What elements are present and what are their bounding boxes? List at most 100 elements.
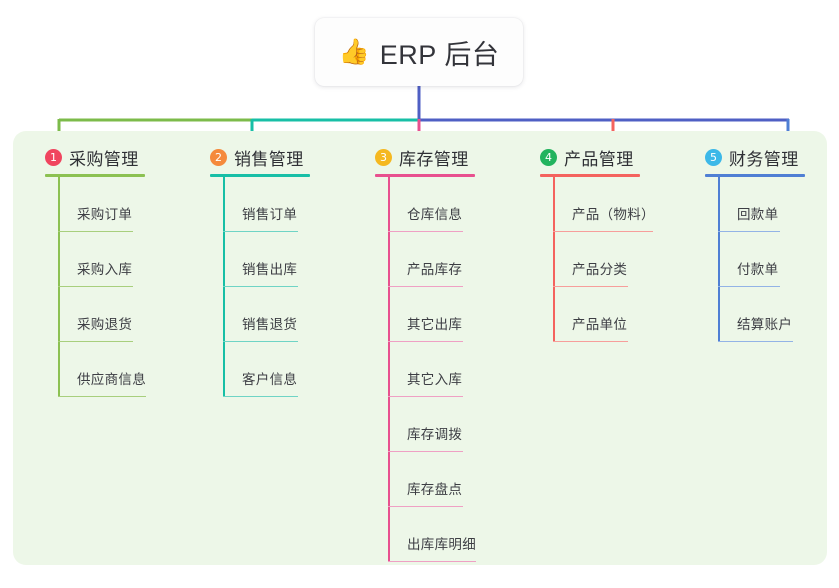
leaf-item[interactable]: 供应商信息 xyxy=(45,342,146,397)
leaf-rule xyxy=(58,285,133,287)
leaf-item[interactable]: 采购退货 xyxy=(45,287,145,342)
thumbs-up-icon: 👍 xyxy=(338,37,370,66)
column-badge-4: 4 xyxy=(540,148,557,166)
column-rule-4 xyxy=(540,174,640,177)
leaf-label: 销售出库 xyxy=(242,262,298,277)
leaf-rule xyxy=(223,340,298,342)
column-rule-5 xyxy=(705,174,805,177)
leaf-label: 其它入库 xyxy=(407,372,463,387)
leaf-label: 产品（物料） xyxy=(572,207,655,222)
column-header-4[interactable]: 4 产品管理 xyxy=(540,145,640,169)
column-title-1: 采购管理 xyxy=(69,149,139,169)
leaf-list-4: 产品（物料） 产品分类产品单位 xyxy=(540,177,655,342)
leaf-item[interactable]: 库存调拨 xyxy=(375,397,475,452)
leaf-rule xyxy=(223,285,298,287)
leaf-rule xyxy=(718,285,780,287)
leaf-label: 库存调拨 xyxy=(407,427,463,442)
root-node-label: ERP 后台 xyxy=(379,39,500,70)
leaf-rule xyxy=(388,450,463,452)
leaf-label: 销售订单 xyxy=(242,207,298,222)
leaf-list-2: 销售订单销售出库销售退货客户信息 xyxy=(210,177,310,397)
column-header-1[interactable]: 1 采购管理 xyxy=(45,145,145,169)
leaf-label: 产品单位 xyxy=(572,317,628,332)
leaf-label: 其它出库 xyxy=(407,317,463,332)
leaf-spine-5 xyxy=(718,177,720,342)
leaf-label: 供应商信息 xyxy=(77,372,146,387)
column-badge-3: 3 xyxy=(375,148,392,166)
column-header-2[interactable]: 2 销售管理 xyxy=(210,145,310,169)
leaf-rule xyxy=(553,230,653,232)
leaf-item[interactable]: 产品（物料） xyxy=(540,177,655,232)
diagram-panel xyxy=(13,131,827,565)
leaf-item[interactable]: 采购入库 xyxy=(45,232,145,287)
column-rule-3 xyxy=(375,174,475,177)
leaf-label: 出库库明细 xyxy=(407,537,476,552)
leaf-rule xyxy=(718,340,793,342)
leaf-item[interactable]: 采购订单 xyxy=(45,177,145,232)
leaf-item[interactable]: 付款单 xyxy=(705,232,805,287)
leaf-rule xyxy=(553,285,628,287)
leaf-spine-2 xyxy=(223,177,225,397)
root-node[interactable]: 👍 ERP 后台 xyxy=(315,18,523,86)
leaf-label: 结算账户 xyxy=(737,317,793,332)
leaf-item[interactable]: 回款单 xyxy=(705,177,805,232)
leaf-label: 仓库信息 xyxy=(407,207,463,222)
leaf-rule xyxy=(388,395,463,397)
leaf-item[interactable]: 仓库信息 xyxy=(375,177,475,232)
leaf-rule xyxy=(223,395,298,397)
column-2: 2 销售管理销售订单销售出库销售退货客户信息 xyxy=(210,145,310,397)
leaf-rule xyxy=(388,340,463,342)
leaf-rule xyxy=(388,285,463,287)
leaf-item[interactable]: 其它入库 xyxy=(375,342,475,397)
leaf-item[interactable]: 产品库存 xyxy=(375,232,475,287)
leaf-list-3: 仓库信息产品库存其它出库其它入库库存调拨库存盘点出库库明细 xyxy=(375,177,476,562)
column-3: 3 库存管理仓库信息产品库存其它出库其它入库库存调拨库存盘点出库库明细 xyxy=(375,145,476,562)
column-title-2: 销售管理 xyxy=(234,149,304,169)
column-header-5[interactable]: 5 财务管理 xyxy=(705,145,805,169)
leaf-rule xyxy=(388,560,476,562)
column-5: 5 财务管理回款单付款单结算账户 xyxy=(705,145,805,342)
leaf-label: 回款单 xyxy=(737,207,779,222)
column-title-5: 财务管理 xyxy=(729,149,799,169)
leaf-item[interactable]: 销售订单 xyxy=(210,177,310,232)
leaf-item[interactable]: 销售退货 xyxy=(210,287,310,342)
leaf-item[interactable]: 库存盘点 xyxy=(375,452,475,507)
leaf-spine-3 xyxy=(388,177,390,562)
leaf-rule xyxy=(388,230,463,232)
column-badge-1: 1 xyxy=(45,148,62,166)
column-title-3: 库存管理 xyxy=(399,149,469,169)
leaf-label: 产品分类 xyxy=(572,262,628,277)
column-header-3[interactable]: 3 库存管理 xyxy=(375,145,475,169)
leaf-list-1: 采购订单采购入库采购退货供应商信息 xyxy=(45,177,146,397)
leaf-item[interactable]: 产品分类 xyxy=(540,232,640,287)
column-4: 4 产品管理产品（物料） 产品分类产品单位 xyxy=(540,145,655,342)
leaf-spine-4 xyxy=(553,177,555,342)
leaf-item[interactable]: 出库库明细 xyxy=(375,507,476,562)
leaf-label: 客户信息 xyxy=(242,372,298,387)
leaf-rule xyxy=(388,505,463,507)
leaf-label: 采购入库 xyxy=(77,262,133,277)
leaf-item[interactable]: 客户信息 xyxy=(210,342,310,397)
leaf-item[interactable]: 销售出库 xyxy=(210,232,310,287)
column-1: 1 采购管理采购订单采购入库采购退货供应商信息 xyxy=(45,145,146,397)
leaf-label: 付款单 xyxy=(737,262,779,277)
leaf-spine-1 xyxy=(58,177,60,397)
leaf-rule xyxy=(58,230,133,232)
leaf-label: 销售退货 xyxy=(242,317,298,332)
leaf-rule xyxy=(553,340,628,342)
leaf-item[interactable]: 结算账户 xyxy=(705,287,805,342)
leaf-rule xyxy=(223,230,298,232)
column-title-4: 产品管理 xyxy=(564,149,634,169)
leaf-label: 库存盘点 xyxy=(407,482,463,497)
column-badge-5: 5 xyxy=(705,148,722,166)
column-rule-2 xyxy=(210,174,310,177)
leaf-item[interactable]: 其它出库 xyxy=(375,287,475,342)
column-rule-1 xyxy=(45,174,145,177)
leaf-rule xyxy=(58,395,146,397)
leaf-rule xyxy=(58,340,133,342)
column-badge-2: 2 xyxy=(210,148,227,166)
leaf-list-5: 回款单付款单结算账户 xyxy=(705,177,805,342)
leaf-item[interactable]: 产品单位 xyxy=(540,287,640,342)
leaf-label: 采购退货 xyxy=(77,317,133,332)
leaf-label: 产品库存 xyxy=(407,262,463,277)
